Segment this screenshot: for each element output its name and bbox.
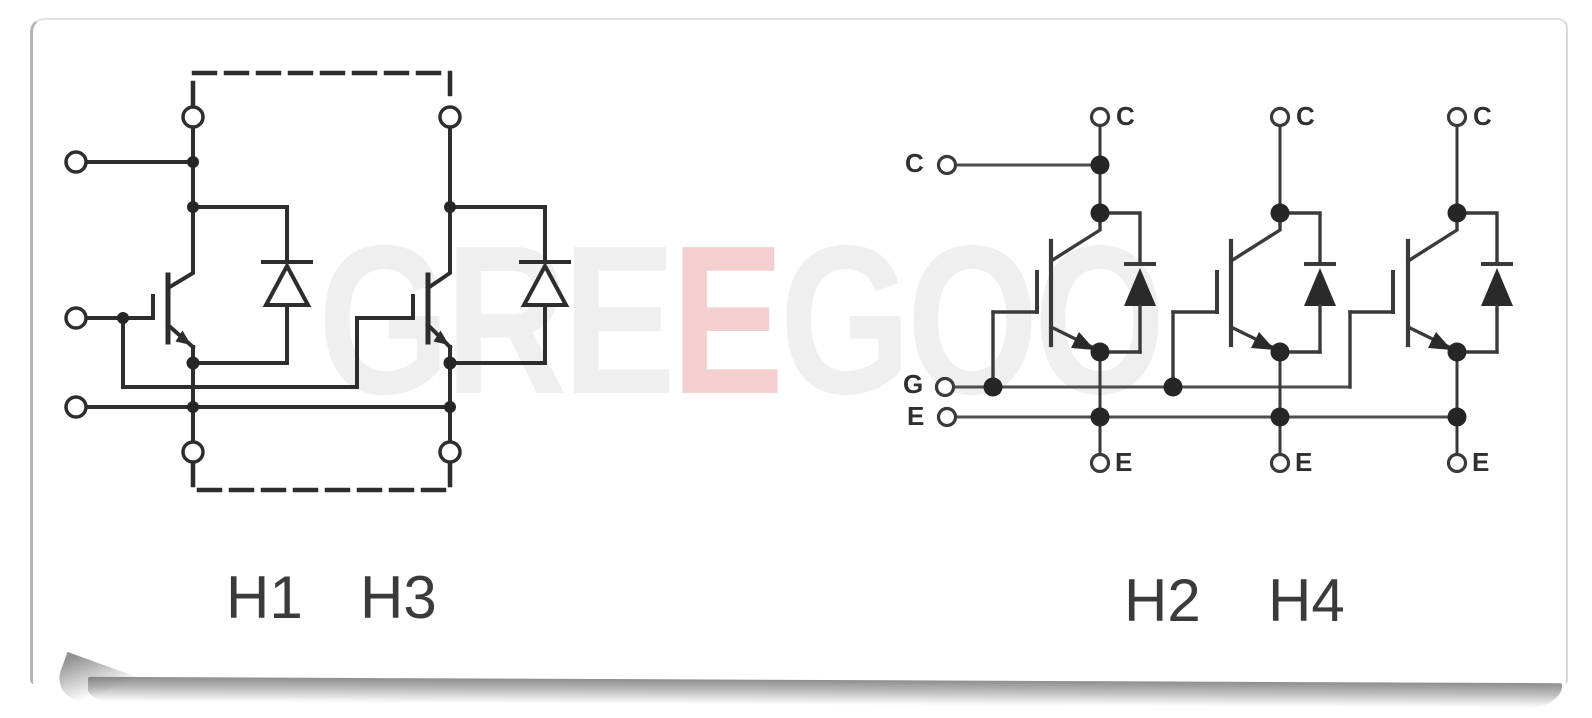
diode-triangle [1124, 268, 1156, 306]
igbt-unit-1 [991, 123, 1156, 457]
diode-triangle [1304, 268, 1336, 306]
diode-branch [448, 205, 547, 264]
junction-dot [1090, 203, 1110, 223]
junction-dot [1163, 377, 1183, 397]
terminal-circle-collector-unit3 [1446, 106, 1468, 128]
igbt-unit-2 [1171, 123, 1336, 457]
diode-branch [1455, 211, 1499, 266]
terminal-circle-top-leg1 [181, 105, 205, 129]
junction-dot [983, 377, 1003, 397]
junction-dot [1447, 407, 1467, 427]
watermark-segment-red: E [671, 201, 784, 438]
gate-cross-wire [121, 316, 415, 389]
left-module-schematic [64, 70, 571, 493]
junction-dot [187, 401, 199, 413]
terminal-circle-bottom-leg2 [438, 440, 462, 464]
junction-dot [1270, 342, 1290, 362]
emitter-label-unit2: E [1295, 447, 1313, 477]
terminal-circle-emitter-bus [936, 406, 958, 428]
igbt-unit-3 [1348, 123, 1513, 457]
collector-label-unit3: C [1473, 101, 1492, 131]
diode-branch [191, 205, 289, 264]
junction-dot [1447, 342, 1467, 362]
terminal-circle-emitter-unit3 [1446, 452, 1468, 474]
emitter-arrow [1428, 332, 1452, 350]
module-label-h1: H1 [226, 564, 303, 631]
collector-label-unit1: C [1116, 101, 1135, 131]
emitter-arrow [1251, 332, 1275, 350]
module-label-h4: H4 [1268, 567, 1345, 634]
collector-bus-label: C [905, 148, 924, 178]
junction-dot [444, 401, 456, 413]
junction-dot [444, 201, 456, 213]
junction-dots [117, 156, 457, 413]
emitter-arrow [1071, 332, 1095, 350]
emitter-arrow [433, 330, 449, 345]
junction-dot [187, 201, 199, 213]
terminal-circle-bottom-leg1 [181, 440, 205, 464]
collector-diagonal [1228, 211, 1282, 264]
junction-dots [983, 155, 1467, 427]
collector-diagonal [1048, 211, 1102, 264]
terminals [64, 105, 462, 464]
terminal-circle-gate [64, 306, 88, 330]
junction-dot [1090, 407, 1110, 427]
igbt-leg2 [411, 272, 453, 350]
diode-triangle [520, 261, 570, 307]
terminal-circle-emitter-unit1 [1089, 452, 1111, 474]
terminal-circle-gate-bus [934, 376, 956, 398]
junction-dot [117, 312, 129, 324]
module-label-h3: H3 [360, 564, 437, 631]
emitter-label-unit1: E [1115, 447, 1133, 477]
junction-dot [1270, 203, 1290, 223]
diode-leg2 [448, 205, 571, 365]
terminal-circle-collector-bus [936, 154, 958, 176]
right-module-schematic [934, 106, 1513, 474]
leg1-collector-wire [165, 125, 195, 291]
terminal-circle-collector-unit2 [1269, 106, 1291, 128]
terminal-circle-emitter-unit2 [1269, 452, 1291, 474]
emitter-arrow [175, 330, 191, 345]
igbt-leg1 [151, 272, 196, 350]
leg2-collector-wire [425, 125, 452, 291]
terminal-circle-top-leg2 [438, 105, 462, 129]
diode-leg1 [191, 205, 313, 365]
dashed-link-top [190, 70, 453, 107]
emitter-label-unit3: E [1472, 447, 1490, 477]
collector-diagonal [1405, 211, 1459, 264]
junction-dot [187, 156, 199, 168]
junction-dot [443, 356, 457, 370]
junction-dot [186, 356, 200, 370]
diode-triangle [262, 261, 312, 307]
junction-dot [1270, 407, 1290, 427]
gate-bus-label: G [903, 369, 924, 399]
terminal-circle-collector-unit1 [1089, 106, 1111, 128]
module-label-h2: H2 [1124, 567, 1201, 634]
dashed-link-bottom [190, 461, 453, 493]
terminal-circle-emitter [64, 395, 88, 419]
diode-triangle [1481, 268, 1513, 306]
terminals [934, 106, 1468, 474]
junction-dot [1090, 155, 1110, 175]
diode-branch [1278, 211, 1322, 266]
terminal-circle-collector [64, 150, 88, 174]
emitter-bus-label: E [907, 401, 925, 431]
diode-branch [1098, 211, 1142, 266]
junction-dot [1090, 342, 1110, 362]
junction-dot [1447, 203, 1467, 223]
collector-label-unit2: C [1296, 101, 1315, 131]
